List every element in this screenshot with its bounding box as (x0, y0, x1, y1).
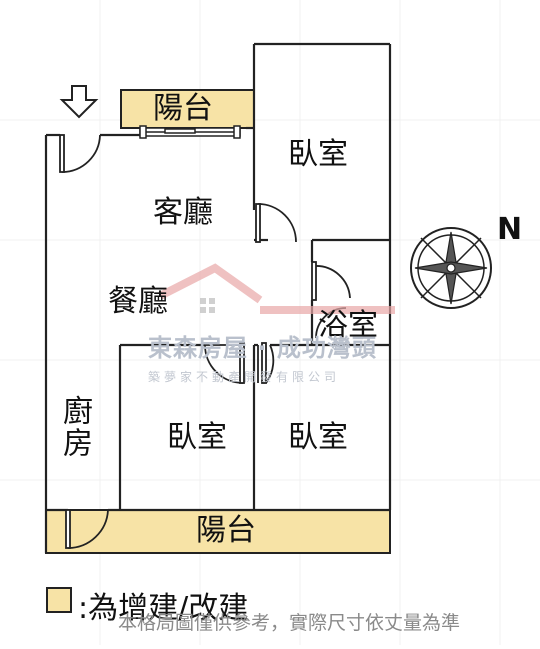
room-label-dining-room: 餐廳 (108, 284, 168, 319)
room-label-living-room: 客廳 (153, 195, 213, 230)
doors (59, 134, 351, 549)
room-label-balcony-bottom: 陽台 (196, 513, 256, 548)
compass-rose-icon (410, 227, 492, 309)
watermark-window-icon (200, 298, 215, 313)
sliding-window (139, 125, 241, 139)
entrance-arrow-icon (59, 85, 99, 119)
room-label-balcony-top: 陽台 (153, 91, 213, 126)
room-label-kitchen: 廚房 (57, 395, 92, 459)
disclaimer-text: 本格局圖僅供參考，實際尺寸依丈量為準 (118, 612, 461, 634)
room-label-bathroom: 浴室 (318, 308, 378, 343)
watermark-roof-icon (158, 263, 395, 314)
room-label-bedroom-sw: 臥室 (167, 420, 227, 455)
watermark-company: 東森房屋 · 成功灣頭 (148, 334, 377, 362)
legend-swatch (46, 587, 72, 613)
north-label: N (497, 212, 523, 247)
walls (44, 42, 392, 553)
watermark-subtitle: 築夢家不動產開發有限公司 (148, 370, 341, 384)
room-label-bedroom-ne: 臥室 (288, 137, 348, 172)
room-label-bedroom-se: 臥室 (288, 420, 348, 455)
legend-text: :為增建/改建 (78, 591, 249, 626)
